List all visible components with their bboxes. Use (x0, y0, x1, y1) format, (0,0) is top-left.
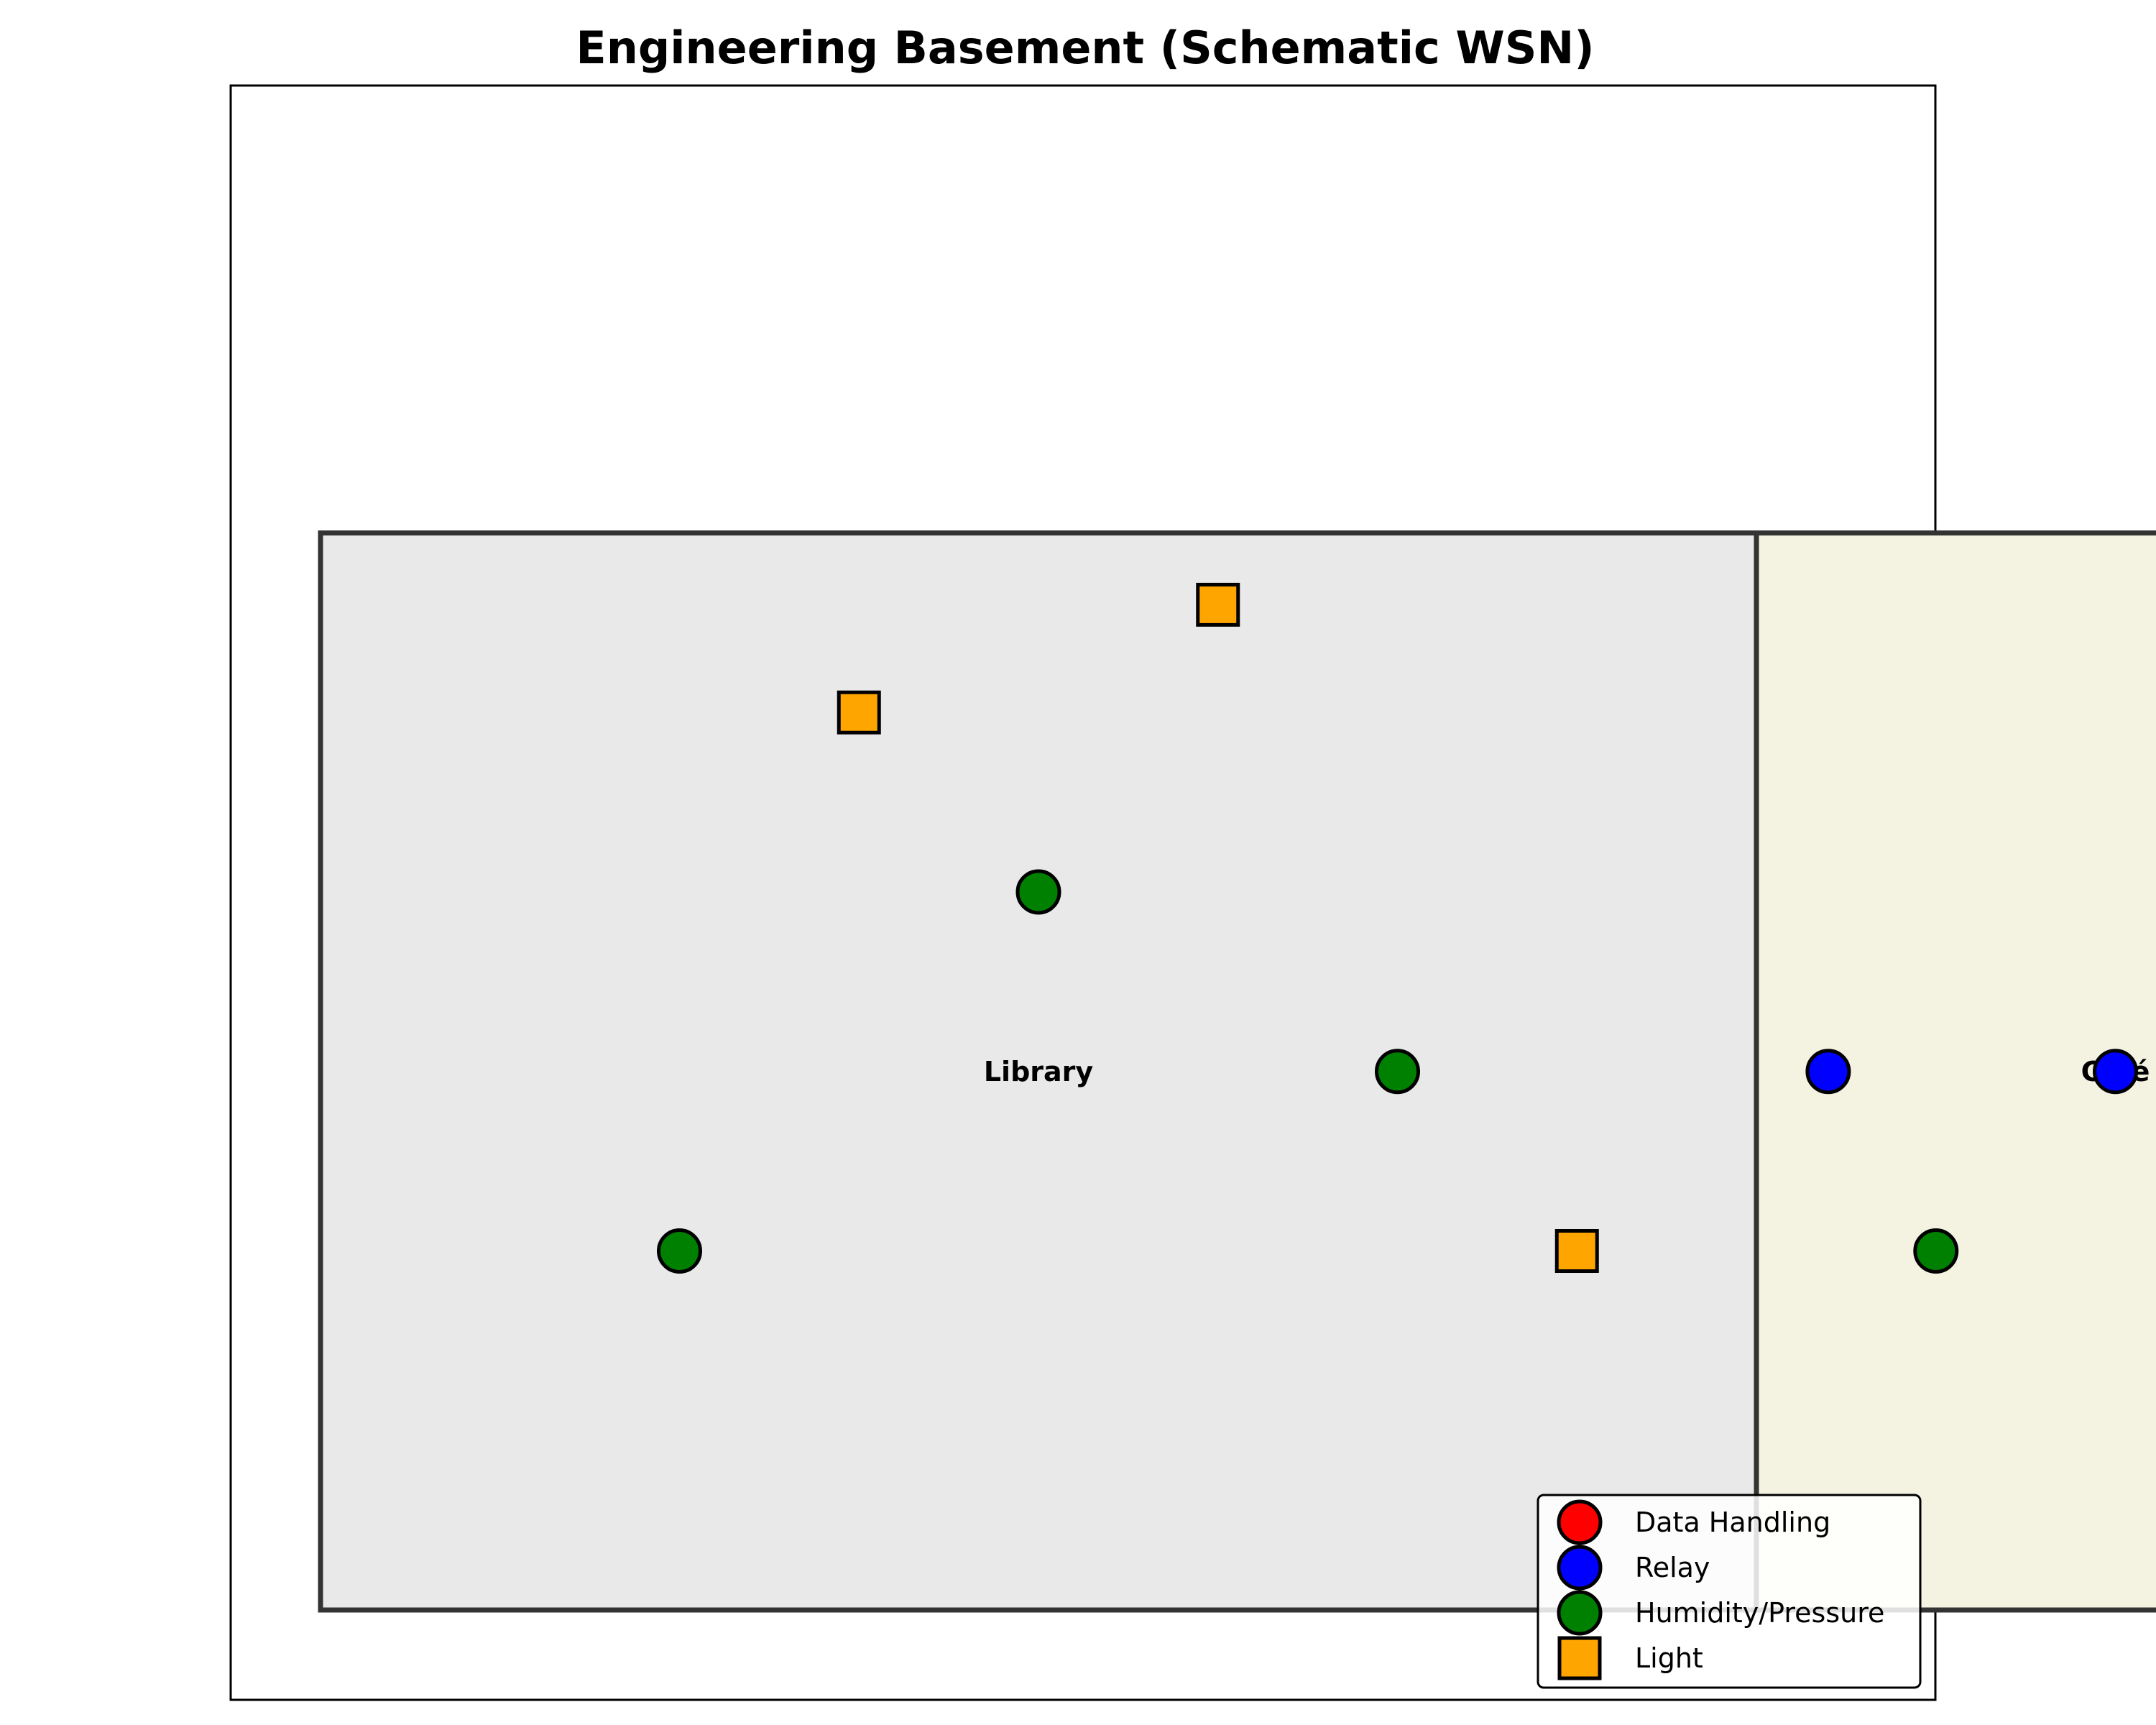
legend-label-light: Light (1635, 1642, 1703, 1674)
light-sensor-node (1196, 582, 1240, 627)
room-label-library: Library (984, 1056, 1094, 1087)
legend-marker-light (1557, 1636, 1602, 1680)
legend-label-data-handling: Data Handling (1635, 1506, 1830, 1538)
humidity-pressure-node (1375, 1049, 1420, 1095)
humidity-pressure-node (1913, 1228, 1959, 1274)
legend-label-humidity-pressure: Humidity/Pressure (1635, 1597, 1884, 1629)
legend-marker-relay (1557, 1545, 1603, 1591)
light-sensor-node (837, 690, 881, 735)
legend-label-relay: Relay (1635, 1552, 1710, 1583)
page-title: Engineering Basement (Schematic WSN) (576, 22, 1594, 74)
relay-node (2093, 1049, 2138, 1095)
humidity-pressure-node (1015, 869, 1061, 915)
relay-node (1805, 1049, 1851, 1095)
legend-box (1537, 1494, 1922, 1689)
humidity-pressure-node (657, 1228, 702, 1274)
light-sensor-node (1554, 1229, 1599, 1273)
legend-marker-humidity-pressure (1557, 1590, 1603, 1636)
nodes-layer (657, 582, 2138, 1274)
legend-marker-data-handling (1557, 1499, 1603, 1545)
rooms-layer: CafeteriaDesign SpaceStudy HallLibraryCa… (318, 530, 2156, 1613)
room-library (318, 530, 1759, 1613)
